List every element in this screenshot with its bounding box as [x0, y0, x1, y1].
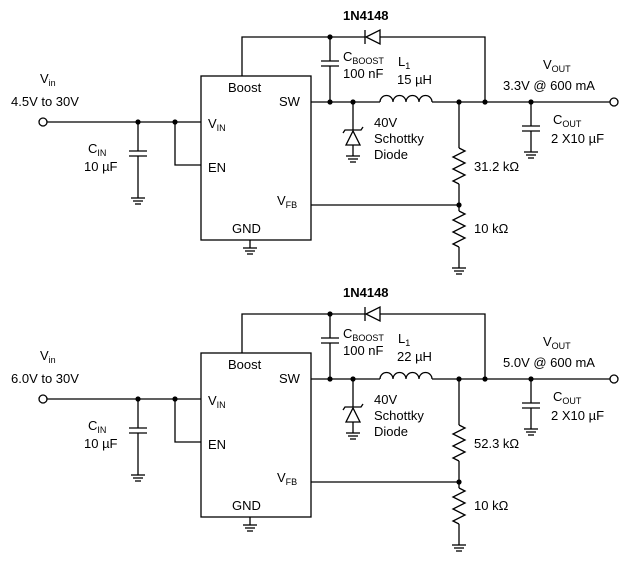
resistor-bottom-value: 10 kΩ — [474, 498, 509, 513]
bootstrap-diode-1n4148 — [364, 305, 381, 323]
ic-gnd-pin-label: GND — [232, 221, 261, 236]
ic-vin-pin-label: VIN — [208, 393, 226, 410]
vfb-junction-dot — [456, 479, 462, 485]
schottky-diode-label: Diode — [374, 424, 408, 439]
cboost-label: CBOOST — [343, 49, 384, 66]
inductor-label: L1 — [398, 331, 410, 348]
cboost-value: 100 nF — [343, 343, 384, 358]
vin-label: Vin — [40, 71, 56, 88]
ic-vin-pin-label: VIN — [208, 116, 226, 133]
resistor-top — [451, 147, 467, 185]
inductor-value: 22 µH — [397, 349, 432, 364]
vin-range-label: 4.5V to 30V — [11, 94, 79, 109]
ic-ground-symbol — [243, 517, 257, 532]
cout-value: 2 X10 µF — [551, 131, 604, 146]
resistor-top — [451, 424, 467, 462]
vout-label: VOUT — [543, 57, 571, 74]
cin-label: CIN — [88, 141, 106, 158]
en-junction-dot — [172, 396, 178, 402]
diode-right-wire — [380, 36, 486, 102]
diode-part-number: 1N4148 — [343, 285, 389, 300]
cin-ground-symbol — [131, 474, 145, 482]
inductor-l1 — [379, 371, 433, 380]
sw-junction-dot — [327, 376, 333, 382]
vin-label: Vin — [40, 348, 56, 365]
en-junction-dot — [172, 119, 178, 125]
sw-junction-dot — [327, 99, 333, 105]
regulator-ic-body — [200, 75, 312, 241]
cout-capacitor — [522, 379, 540, 436]
cout-capacitor — [522, 102, 540, 159]
boost-junction-dot — [327, 311, 333, 317]
inductor-l1 — [379, 94, 433, 103]
ic-gnd-pin-label: GND — [232, 498, 261, 513]
resistor-bottom-value: 10 kΩ — [474, 221, 509, 236]
schottky-type: Schottky — [374, 131, 424, 146]
diode-out-junction-dot — [482, 99, 488, 105]
regulator-ic-body — [200, 352, 312, 518]
divider-ground-symbol — [452, 524, 466, 552]
cout-label: COUT — [553, 112, 582, 129]
cout-label: COUT — [553, 389, 582, 406]
vout-spec: 3.3V @ 600 mA — [503, 78, 595, 93]
vout-terminal — [609, 374, 619, 384]
vfb-junction-dot — [456, 202, 462, 208]
inductor-value: 15 µH — [397, 72, 432, 87]
boost-wire — [241, 313, 331, 353]
en-wire — [174, 122, 201, 166]
ic-vfb-pin-label: VFB — [277, 193, 297, 210]
ic-boost-pin-label: Boost — [228, 357, 262, 372]
divider-ground-symbol — [452, 247, 466, 275]
cin-capacitor — [129, 122, 147, 198]
vout-spec: 5.0V @ 600 mA — [503, 355, 595, 370]
cin-value: 10 µF — [84, 159, 118, 174]
cout-value: 2 X10 µF — [551, 408, 604, 423]
cin-label: CIN — [88, 418, 106, 435]
vout-label: VOUT — [543, 334, 571, 351]
resistor-bottom — [451, 210, 467, 248]
ic-ground-symbol — [243, 240, 257, 255]
schottky-voltage: 40V — [374, 392, 397, 407]
ic-vfb-pin-label: VFB — [277, 470, 297, 487]
en-wire — [174, 399, 201, 443]
ic-en-pin-label: EN — [208, 160, 226, 175]
bootstrap-diode-1n4148 — [364, 28, 381, 46]
vin-terminal — [38, 117, 48, 127]
schottky-diode — [342, 102, 364, 163]
boost-wire — [241, 36, 331, 76]
inductor-label: L1 — [398, 54, 410, 71]
cin-ground-symbol — [131, 197, 145, 205]
cboost-label: CBOOST — [343, 326, 384, 343]
resistor-top-value: 31.2 kΩ — [474, 159, 519, 174]
resistor-top-value: 52.3 kΩ — [474, 436, 519, 451]
schottky-type: Schottky — [374, 408, 424, 423]
ic-sw-pin-label: SW — [279, 94, 301, 109]
vin-terminal — [38, 394, 48, 404]
cboost-capacitor — [321, 337, 339, 379]
cin-capacitor — [129, 399, 147, 475]
ic-en-pin-label: EN — [208, 437, 226, 452]
vout-terminal — [609, 97, 619, 107]
ic-sw-pin-label: SW — [279, 371, 301, 386]
schottky-diode — [342, 379, 364, 440]
diode-right-wire — [380, 313, 486, 379]
cboost-value: 100 nF — [343, 66, 384, 81]
diode-part-number: 1N4148 — [343, 8, 389, 23]
schottky-diode-label: Diode — [374, 147, 408, 162]
boost-junction-dot — [327, 34, 333, 40]
cboost-capacitor — [321, 60, 339, 102]
vin-range-label: 6.0V to 30V — [11, 371, 79, 386]
cin-value: 10 µF — [84, 436, 118, 451]
ic-boost-pin-label: Boost — [228, 80, 262, 95]
schottky-voltage: 40V — [374, 115, 397, 130]
resistor-bottom — [451, 487, 467, 525]
diode-out-junction-dot — [482, 376, 488, 382]
